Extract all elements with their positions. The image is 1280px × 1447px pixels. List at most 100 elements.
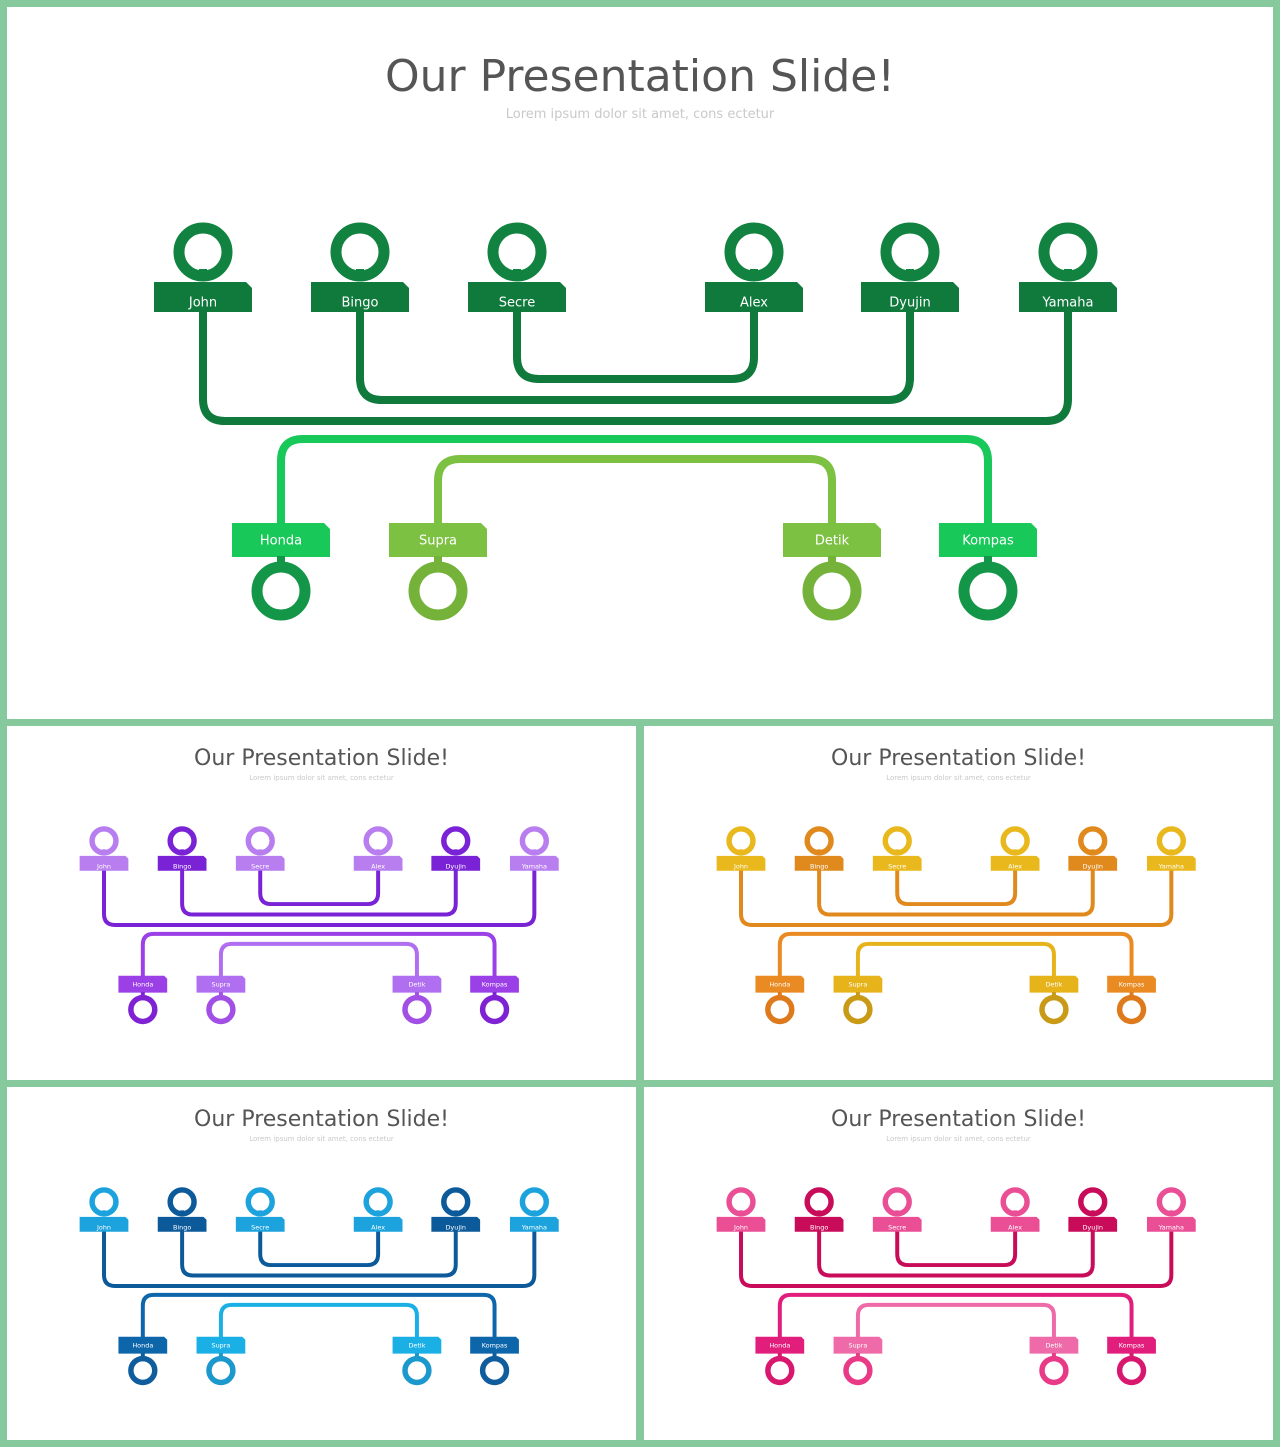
bottom-node-detik: Detik <box>392 975 442 1025</box>
node-label-box <box>755 975 805 993</box>
node-label-box <box>468 282 566 312</box>
ring-icon <box>519 826 550 856</box>
slide-title: Our Presentation Slide! <box>194 746 449 771</box>
ring-icon <box>882 1187 912 1217</box>
node-label-box <box>157 1216 207 1232</box>
bottom-node-kompas: Kompas <box>470 1336 519 1386</box>
slide-title: Our Presentation Slide! <box>831 746 1086 771</box>
ring-icon <box>173 222 233 282</box>
connector-supra-detik <box>855 941 1056 979</box>
connector-supra-detik <box>218 1302 419 1340</box>
ring-icon <box>89 1187 119 1217</box>
ring-icon <box>958 561 1018 621</box>
slide-green: Our Presentation Slide! Lorem ipsum dolo… <box>7 7 1273 719</box>
ring-icon <box>519 1187 550 1217</box>
node-label: Supra <box>848 981 867 989</box>
node-label: Honda <box>132 1342 153 1350</box>
ring-icon <box>726 826 756 856</box>
node-label: John <box>733 862 748 870</box>
top-node-alex: Alex <box>353 1187 403 1232</box>
connector-secre-alex <box>513 306 758 383</box>
ring-icon <box>128 1355 158 1386</box>
ring-icon <box>167 1187 197 1217</box>
top-node-dyujin: Dyujin <box>1068 1187 1118 1232</box>
node-label: Yamaha <box>521 1223 547 1231</box>
node-label-box <box>1146 1216 1196 1232</box>
top-node-yamaha: Yamaha <box>1019 222 1117 312</box>
slide-title: Our Presentation Slide! <box>194 1107 449 1132</box>
node-label-box <box>861 282 959 312</box>
top-node-yamaha: Yamaha <box>509 1187 559 1232</box>
node-label-box <box>509 1216 559 1232</box>
ring-icon <box>724 222 784 282</box>
node-label: Kompas <box>482 981 508 989</box>
ring-icon <box>802 561 862 621</box>
top-node-alex: Alex <box>353 826 403 871</box>
node-label-box <box>157 855 207 871</box>
ring-icon <box>1039 994 1069 1025</box>
node-label: John <box>188 296 217 311</box>
node-label-box <box>392 1336 442 1354</box>
node-label: Alex <box>371 862 385 870</box>
bottom-node-honda: Honda <box>118 1336 168 1386</box>
node-label-box <box>470 1336 519 1354</box>
node-label-box <box>716 1216 766 1232</box>
node-label-box <box>794 1216 844 1232</box>
ring-icon <box>479 994 510 1025</box>
node-label-box <box>1068 855 1118 871</box>
node-label: Yamaha <box>521 862 547 870</box>
node-label: Alex <box>1008 862 1022 870</box>
node-label-box <box>783 523 881 557</box>
node-label-box <box>705 282 803 312</box>
node-label-box <box>1029 1336 1079 1354</box>
top-node-secre: Secre <box>235 1187 285 1232</box>
bottom-node-honda: Honda <box>232 523 330 621</box>
node-label: Yamaha <box>1158 862 1184 870</box>
bottom-node-supra: Supra <box>833 975 883 1025</box>
node-label: Bingo <box>342 296 379 311</box>
node-label: Dyujin <box>1082 862 1103 870</box>
node-label: Alex <box>371 1223 385 1231</box>
ring-icon <box>128 994 158 1025</box>
node-label: Bingo <box>173 1223 191 1231</box>
node-label: Kompas <box>482 1342 508 1350</box>
top-node-dyujin: Dyujin <box>1068 826 1118 871</box>
ring-icon <box>1116 994 1147 1025</box>
top-node-dyujin: Dyujin <box>431 1187 481 1232</box>
node-label: Detik <box>1045 981 1062 989</box>
top-node-yamaha: Yamaha <box>509 826 559 871</box>
node-label-box <box>755 1336 805 1354</box>
node-label-box <box>833 975 883 993</box>
connector-bingo-dyujin <box>356 306 914 404</box>
connector-supra-detik <box>434 455 836 529</box>
top-node-yamaha: Yamaha <box>1146 1187 1196 1232</box>
connector-bingo-dyujin <box>180 1228 458 1278</box>
node-label: Kompas <box>962 534 1014 549</box>
ring-icon <box>330 222 390 282</box>
node-label-box <box>833 1336 883 1354</box>
node-label: Honda <box>132 981 153 989</box>
slide-blue: Our Presentation Slide! Lorem ipsum dolo… <box>7 1087 636 1440</box>
ring-icon <box>89 826 119 856</box>
node-label: Dyujin <box>445 862 466 870</box>
ring-icon <box>726 1187 756 1217</box>
bottom-node-kompas: Kompas <box>1107 975 1156 1025</box>
bottom-node-supra: Supra <box>196 1336 246 1386</box>
top-node-alex: Alex <box>990 1187 1040 1232</box>
top-node-yamaha: Yamaha <box>1146 826 1196 871</box>
node-label-box <box>311 282 409 312</box>
node-label: Detik <box>1045 1342 1062 1350</box>
bottom-node-detik: Detik <box>1029 1336 1079 1386</box>
connector-secre-alex <box>895 867 1018 907</box>
node-label-box <box>353 855 403 871</box>
node-label: Alex <box>1008 1223 1022 1231</box>
node-label-box <box>872 855 922 871</box>
node-label-box <box>232 523 330 557</box>
top-node-bingo: Bingo <box>157 826 207 871</box>
node-label-box <box>118 1336 168 1354</box>
node-label: Secre <box>888 862 906 870</box>
node-label-box <box>431 855 481 871</box>
